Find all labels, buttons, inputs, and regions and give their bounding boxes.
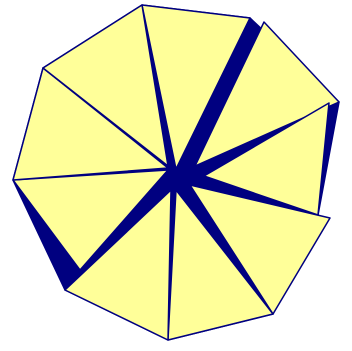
diagram-canvas [0,0,352,351]
radial-triangle-figure [0,0,352,351]
